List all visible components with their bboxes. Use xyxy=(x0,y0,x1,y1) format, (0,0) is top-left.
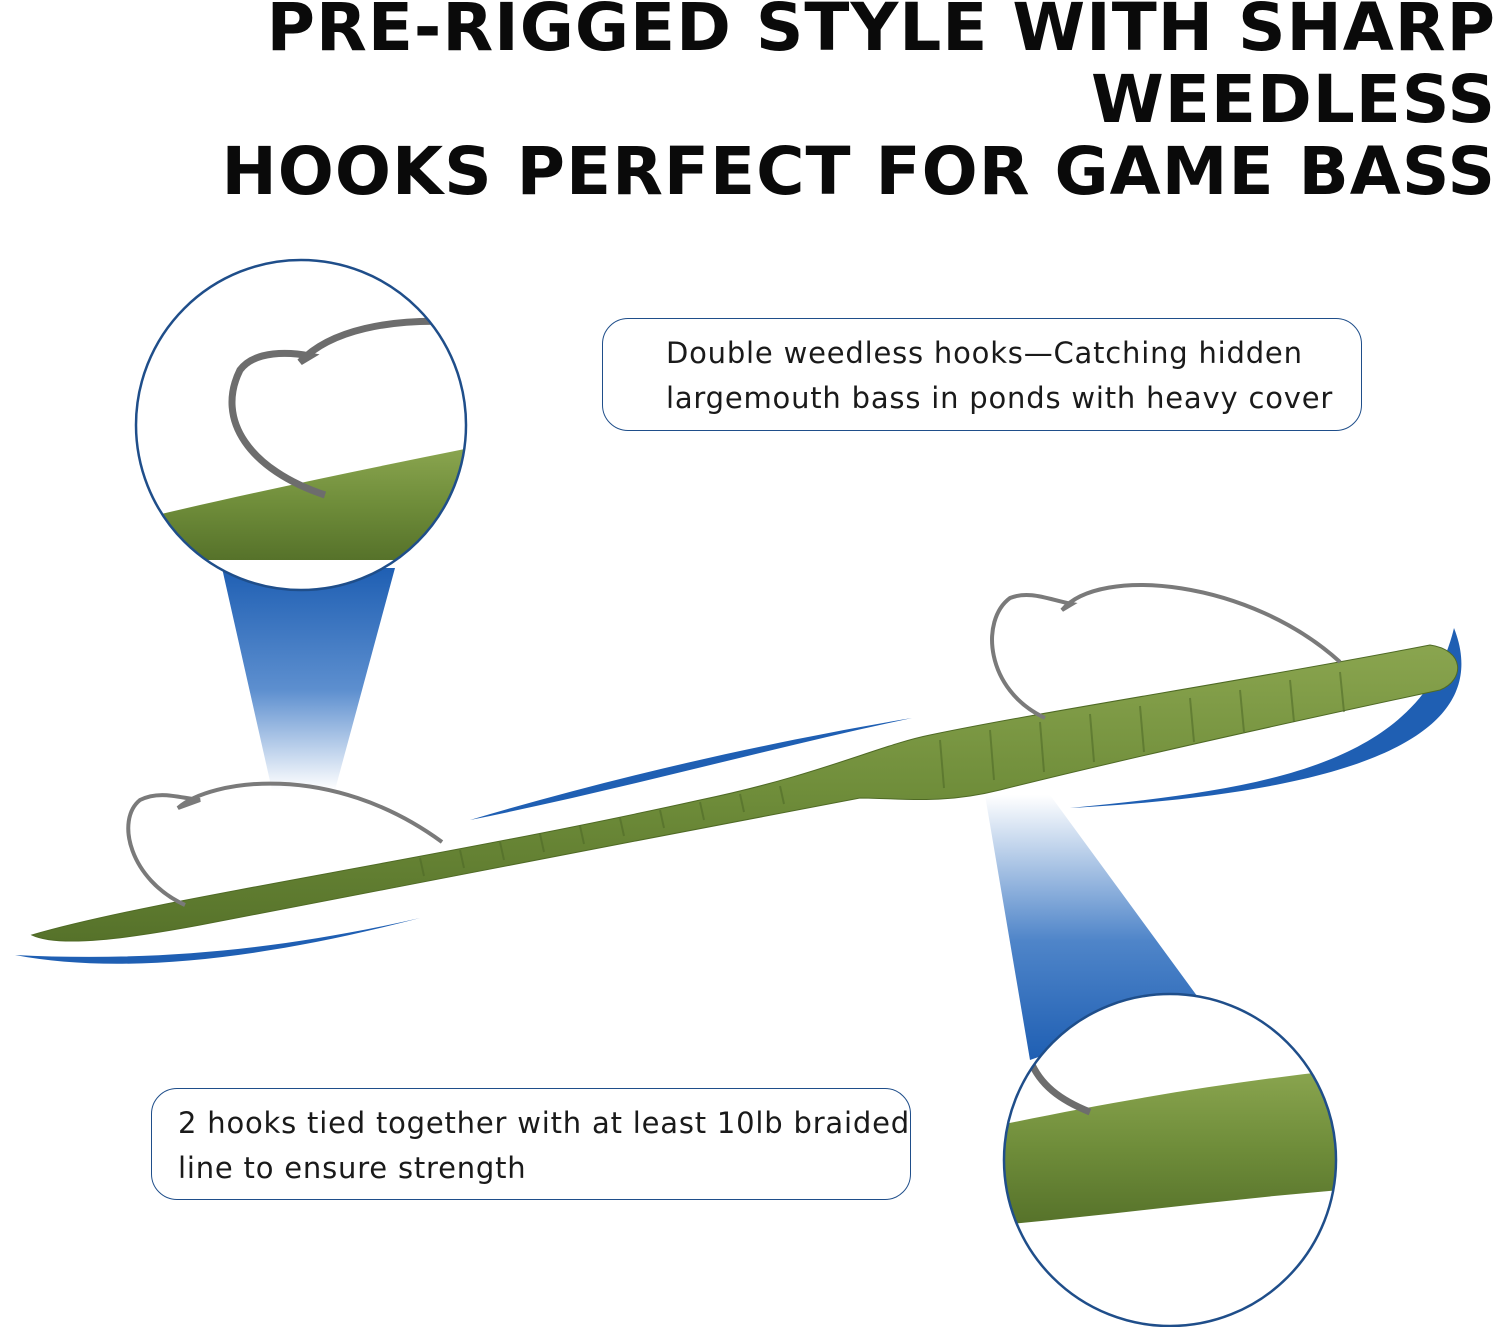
worm-body xyxy=(30,644,1458,942)
callout-bottom-line-1: 2 hooks tied together with at least 10lb… xyxy=(178,1106,910,1140)
zoom-beam-top xyxy=(222,568,395,790)
swoosh-mid xyxy=(470,718,912,820)
zoom-circle-bottom xyxy=(1002,992,1338,1327)
headline: PRE-RIGGED STYLE WITH SHARP WEEDLESS HOO… xyxy=(0,0,1496,208)
callout-weedless-hooks: Double weedless hooks—Catching hidden la… xyxy=(602,318,1362,431)
swoosh-lower-left xyxy=(15,918,420,964)
headline-line-2: HOOKS PERFECT FOR GAME BASS xyxy=(221,133,1496,210)
callout-top-line-2: largemouth bass in ponds with heavy cove… xyxy=(666,381,1334,415)
hook-left xyxy=(126,781,444,907)
callout-braided-line: 2 hooks tied together with at least 10lb… xyxy=(151,1088,911,1200)
worm-ribs xyxy=(419,671,1345,877)
callout-top-line-1: Double weedless hooks—Catching hidden xyxy=(666,336,1303,370)
callout-bottom-line-2: line to ensure strength xyxy=(178,1151,527,1185)
zoom-circle-top xyxy=(134,258,468,592)
headline-line-1: PRE-RIGGED STYLE WITH SHARP WEEDLESS xyxy=(266,0,1496,138)
zoom-beam-bottom xyxy=(985,795,1200,1060)
hook-right xyxy=(990,583,1342,720)
